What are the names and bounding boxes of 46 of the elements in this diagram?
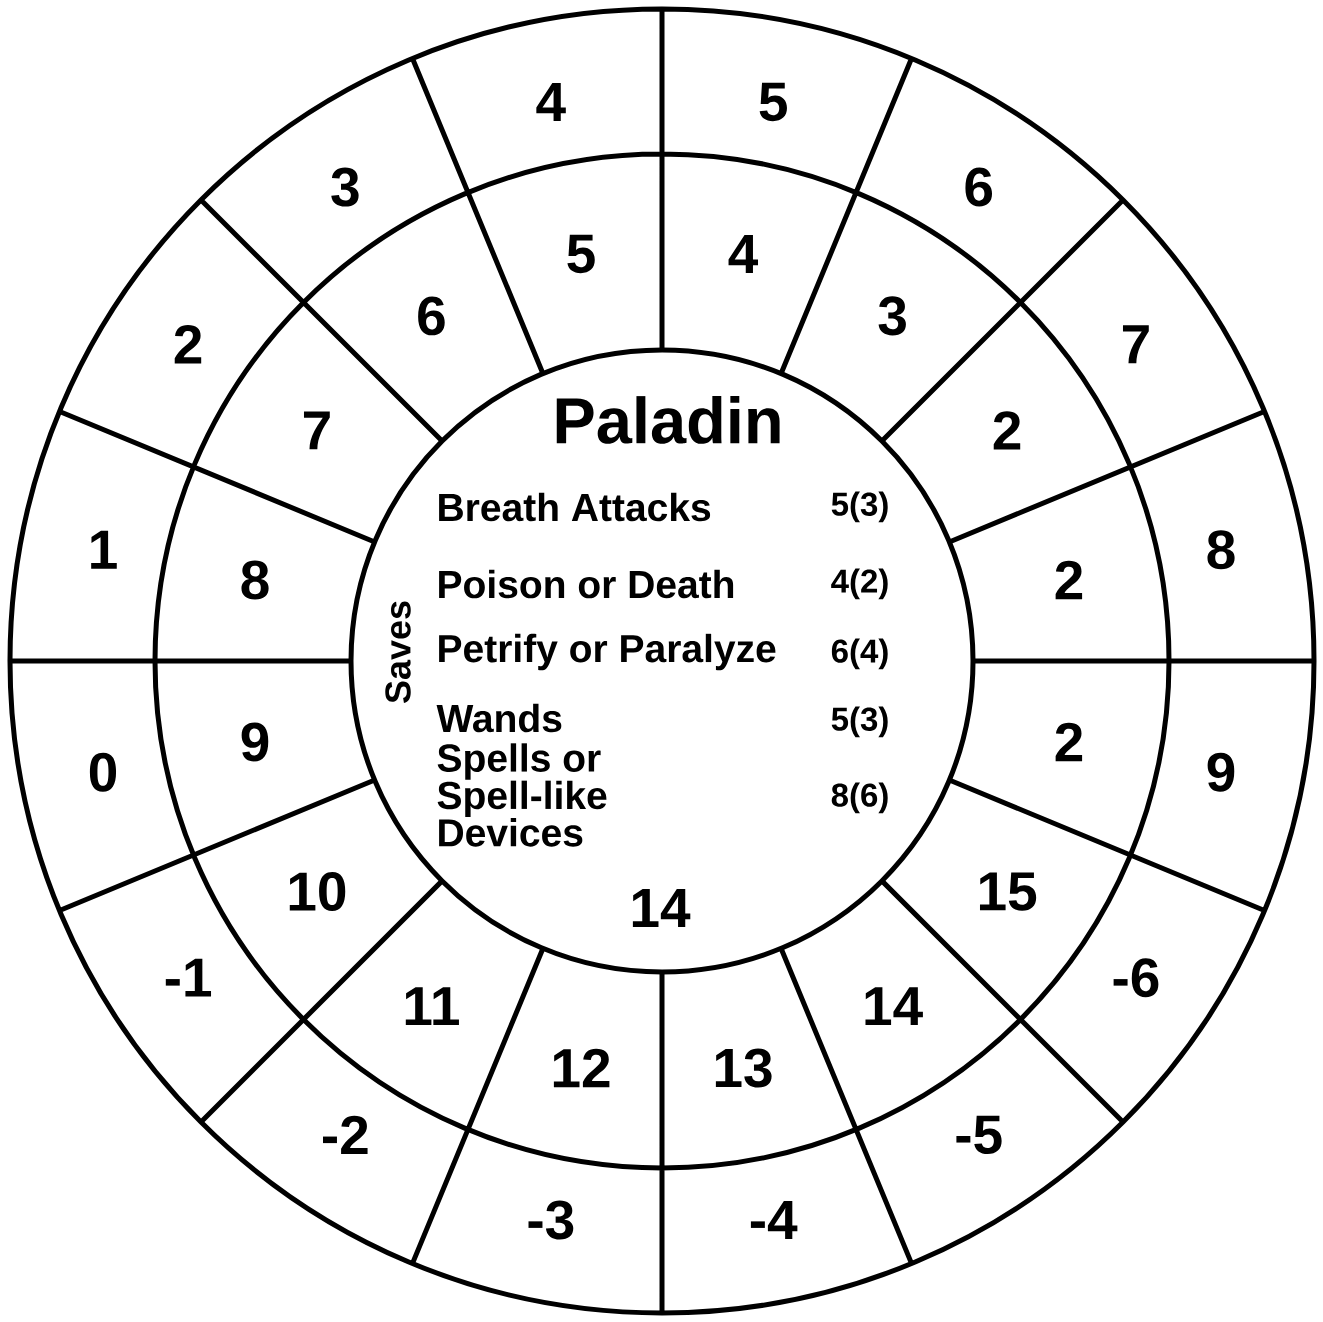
vertical-label: Saves — [385, 601, 411, 703]
save-label: Spells or Spell-like Devices — [437, 743, 607, 847]
number-cell: 12 — [553, 1048, 610, 1088]
number-cell: 4 — [536, 83, 566, 121]
number-cell: 3 — [331, 167, 359, 207]
number-cell: 4 — [728, 235, 758, 273]
heading: Paladin — [556, 396, 780, 444]
number-cell: 7 — [1123, 325, 1149, 364]
number-cell: 8 — [241, 560, 269, 600]
number-cell: -5 — [956, 1115, 1002, 1155]
center-circle — [348, 347, 976, 975]
number-cell: 8 — [1207, 530, 1235, 570]
number-cell: 2 — [1055, 560, 1083, 600]
heading: 14 — [632, 889, 691, 927]
save-value: 6(4) — [831, 638, 888, 670]
number-cell: 2 — [1055, 722, 1083, 762]
number-cell: 3 — [878, 296, 906, 336]
save-value: 8(6) — [831, 782, 888, 814]
number-cell: -2 — [323, 1115, 368, 1155]
number-cell: -4 — [750, 1201, 798, 1239]
number-cell: 10 — [289, 872, 346, 912]
number-cell: 0 — [89, 752, 117, 792]
number-cell: 5 — [759, 82, 787, 122]
number-cell: -6 — [1113, 958, 1159, 998]
save-value: 4(2) — [831, 568, 888, 600]
number-cell: 5 — [567, 234, 595, 274]
number-cell: 9 — [241, 722, 269, 762]
number-cell: 6 — [965, 167, 992, 207]
number-cell: 6 — [418, 296, 445, 336]
number-cell: -1 — [165, 958, 212, 997]
number-cell: 14 — [865, 987, 923, 1025]
number-cell: 2 — [993, 411, 1021, 450]
number-cell: 15 — [980, 872, 1037, 911]
number-cell: 9 — [1207, 752, 1235, 792]
number-cell: 2 — [174, 325, 202, 364]
save-label: Wands — [436, 703, 562, 733]
save-label: Petrify or Paralyze — [439, 633, 776, 671]
number-cell: 7 — [304, 411, 330, 450]
number-cell: 1 — [91, 530, 117, 569]
save-label: Poison or Death — [439, 569, 734, 599]
number-cell: 13 — [715, 1048, 772, 1088]
number-cell: 11 — [405, 987, 459, 1025]
save-value: 5(3) — [831, 706, 888, 738]
save-label: Breath Attacks — [439, 492, 711, 522]
number-cell: -3 — [528, 1200, 574, 1240]
save-value: 5(3) — [831, 491, 888, 523]
